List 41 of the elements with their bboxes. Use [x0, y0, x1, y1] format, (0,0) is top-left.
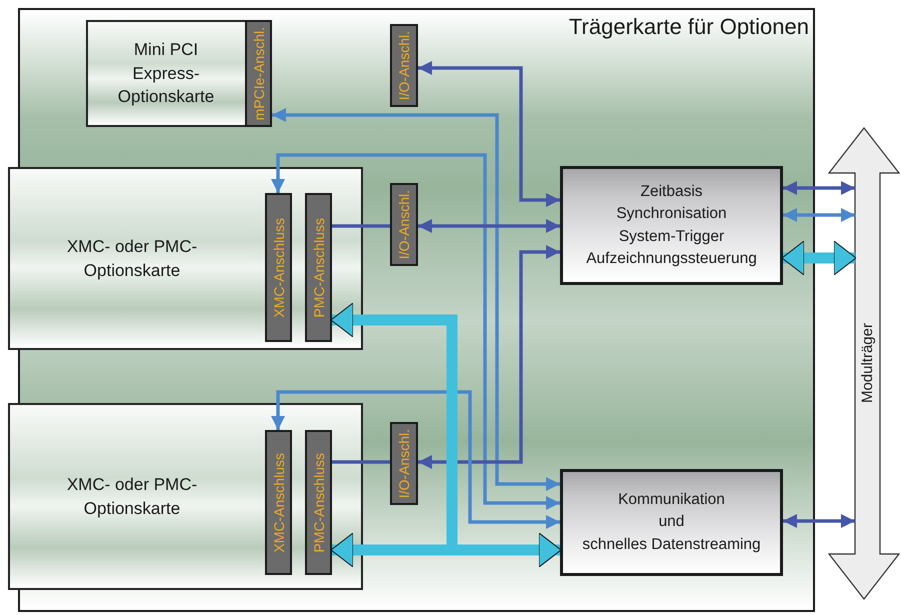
connector-block [265, 193, 292, 342]
bus-label: Modulträger [858, 322, 877, 406]
function-label: Synchronisation [615, 204, 728, 224]
function-label: Kommunikation [617, 490, 726, 510]
connector-label: mPCIe-Anschl. [252, 26, 266, 120]
function-label: schnelles Datenstreaming [581, 534, 762, 555]
connector-label: XMC-Anschluss [272, 452, 286, 552]
connector-block [390, 183, 418, 266]
connector-arrow [418, 219, 560, 233]
connector-label: I/O-Anschl. [397, 30, 411, 100]
connector-arrow [272, 108, 560, 491]
connector-block [305, 193, 332, 342]
function-box [560, 166, 783, 285]
card-label: Mini PCI Express-Optionskarte [116, 38, 216, 108]
connector-arrow [271, 390, 560, 529]
function-box [560, 469, 783, 576]
connector-label: PMC-Anschluss [312, 218, 326, 318]
connector-arrow [418, 245, 560, 469]
connector-block [390, 24, 418, 107]
connector-arrow [271, 153, 560, 510]
function-label: Aufzeichnungssteuerung [585, 248, 758, 269]
connector-block [390, 422, 418, 505]
board-title: Trägerkarte für Optionen [568, 14, 809, 40]
connector-arrow [783, 208, 855, 222]
connector-block [245, 20, 272, 127]
card-label: XMC- oder PMC-Optionskarte [66, 474, 198, 520]
connector-label: I/O-Anschl. [397, 428, 411, 498]
function-label: und [658, 512, 686, 532]
connector-arrow [782, 240, 856, 276]
connector-label: I/O-Anschl. [397, 190, 411, 260]
connector-arrow [783, 514, 855, 528]
connector-label: PMC-Anschluss [312, 452, 326, 552]
connector-block [265, 430, 292, 575]
function-label: System-Trigger [618, 226, 726, 246]
connector-arrow [418, 61, 560, 207]
connector-label: XMC-Anschluss [272, 218, 286, 318]
card-label: XMC- oder PMC-Optionskarte [66, 236, 198, 282]
connector-block [305, 430, 332, 575]
option-card [86, 20, 272, 127]
connector-arrow [783, 181, 855, 195]
function-label: Zeitbasis [639, 182, 704, 202]
